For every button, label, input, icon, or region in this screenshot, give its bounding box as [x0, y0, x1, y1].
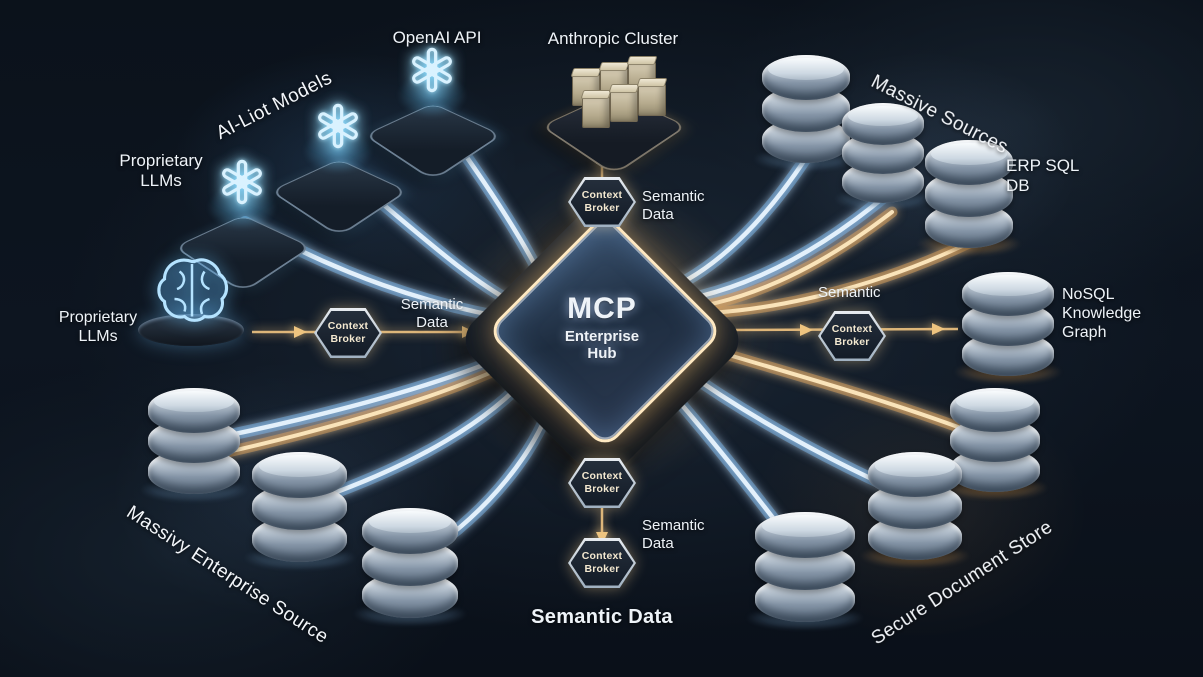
glow-blob: [207, 184, 277, 230]
hub-subtitle-2: Hub: [587, 345, 617, 362]
hub-label: MCP Enterprise Hub: [532, 292, 672, 362]
database-cylinder-enterprise-2: [242, 452, 357, 570]
openai-platform-2: [269, 100, 409, 238]
openai-logo-icon: [412, 47, 452, 93]
openai-logo-icon: [222, 159, 262, 205]
context-broker-label: Context Broker: [570, 540, 634, 586]
context-broker-label: Context Broker: [820, 313, 884, 359]
context-broker-label: Context Broker: [570, 179, 634, 225]
openai-logo-icon: [318, 103, 358, 149]
label-semantic-right: Semantic: [818, 284, 881, 301]
glow-blob: [397, 72, 467, 118]
arrow-right-icon: [294, 326, 307, 338]
arrow-right-icon: [932, 323, 945, 335]
db-disc: [868, 452, 962, 498]
db-disc: [362, 508, 458, 555]
label-anthropic-cluster: Anthropic Cluster: [547, 29, 679, 48]
label-proprietary-llms-left: Proprietary LLMs: [58, 309, 138, 345]
database-cylinder-docstore-1: [941, 388, 1049, 500]
glow-blob: [303, 128, 373, 174]
label-erp-sql-db: ERP SQL DB: [1006, 156, 1079, 196]
brain-icon: [157, 258, 229, 322]
openai-platform-3: [173, 156, 313, 294]
database-cylinder-enterprise-3: [352, 508, 468, 626]
database-cylinder-docstore-3: [745, 512, 865, 630]
database-cylinder-enterprise-1: [138, 388, 250, 502]
server-cube: [610, 90, 638, 122]
db-disc: [148, 388, 240, 433]
label-proprietary-llms-top: Proprietary LLMs: [119, 151, 203, 191]
db-disc: [252, 452, 347, 499]
openai-platform-1: [363, 44, 503, 182]
db-disc: [962, 272, 1054, 316]
context-broker-left: Context Broker: [314, 308, 382, 358]
context-broker-top: Context Broker: [568, 177, 636, 227]
server-cube: [638, 84, 666, 116]
label-openai-api: OpenAI API: [392, 28, 482, 47]
brain-platform: [138, 252, 244, 352]
db-disc: [925, 140, 1013, 186]
anthropic-cluster-platform: [540, 52, 688, 176]
database-cylinder-docstore-2: [858, 452, 972, 568]
context-broker-bottom-first: Context Broker: [568, 458, 636, 508]
database-cylinder-erp: [916, 140, 1022, 256]
database-cylinder-nosql: [952, 272, 1064, 384]
db-disc: [762, 55, 850, 101]
label-nosql-knowledge-graph: NoSQL Knowledge Graph: [1062, 286, 1142, 341]
context-broker-right: Context Broker: [818, 311, 886, 361]
label-semantic-data-bottom-big: Semantic Data: [531, 606, 673, 628]
context-broker-label: Context Broker: [316, 310, 380, 356]
database-cylinder-sources-1: [753, 55, 859, 171]
label-semantic-data-left: Semantic Data: [400, 296, 464, 331]
database-cylinder-sources-2: [833, 103, 933, 211]
context-broker-label: Context Broker: [570, 460, 634, 506]
db-disc: [755, 512, 855, 559]
label-semantic-data-bottom: Semantic Data: [642, 517, 705, 552]
label-semantic-data-top: Semantic Data: [642, 188, 705, 223]
arrow-right-icon: [800, 324, 813, 336]
server-cube: [582, 96, 610, 128]
hub-subtitle-1: Enterprise: [564, 328, 640, 345]
hub-title: MCP: [567, 292, 637, 325]
db-disc: [950, 388, 1040, 432]
db-disc: [842, 103, 924, 145]
context-broker-bottom-second: Context Broker: [568, 538, 636, 588]
